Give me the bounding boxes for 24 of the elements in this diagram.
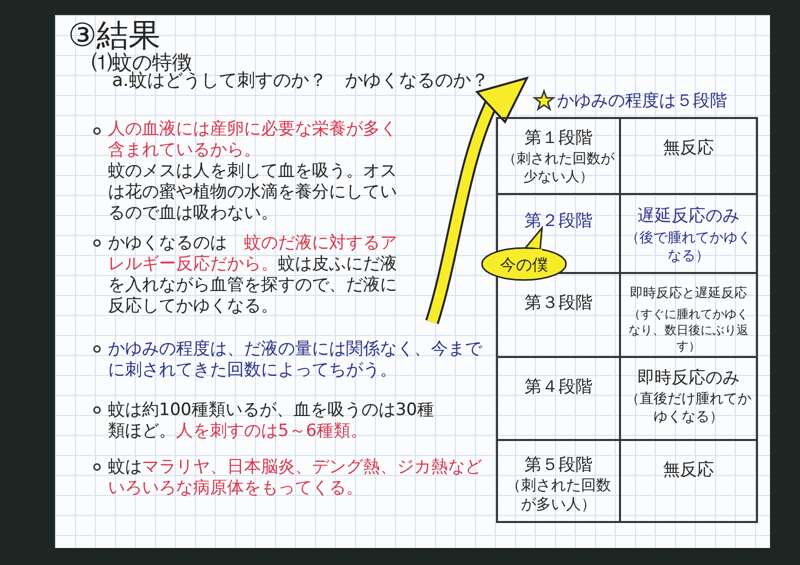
table-cell-text: 即時反応のみ xyxy=(636,368,740,389)
table-cell-text: 第３段階 xyxy=(524,293,594,314)
note-text: 蚊のメスは人を刺して血を吸う。オスは花の蜜や植物の水滴を養分にしているので血は吸わない。 xyxy=(108,161,398,224)
table-heading: かゆみの程度は５段階 xyxy=(557,91,728,112)
note-text: 蚊は約100種類いるが、血を吸うのは30種類ほど。人を刺すのは5～6種類。 xyxy=(108,400,436,442)
table-cell-text: （刺された回数が少ない人） xyxy=(502,150,616,186)
table-cell-text: （後で腫れてかゆくなる） xyxy=(624,229,752,265)
table-cell-text: （直後だけ腫れてかゆくなる） xyxy=(624,390,752,426)
table-cell-text: （すぐに腫れてかゆくなり、数日後にぶり返す） xyxy=(628,306,750,354)
table-cell-text: （刺された回数が多い人） xyxy=(505,476,612,514)
table-cell-text: 即時反応と遅延反応 xyxy=(629,285,748,302)
note-text: かゆくなるのは 蚊のだ液に対するアレルギー反応だから。蚊は皮ふにだ液を入れながら血管を探すので、だ液に反応してかゆくなる。 xyxy=(108,233,398,317)
note-text: 人の血液には産卵に必要な栄養が多く含まれているから。 xyxy=(108,119,398,161)
table-cell-text: 第５段階 xyxy=(524,455,594,476)
table-cell-text: 第４段階 xyxy=(524,377,594,398)
table-cell-text: 第１段階 xyxy=(524,128,594,149)
table-cell-text: 無反応 xyxy=(662,460,715,481)
note-text: かゆみの程度は、だ液の量には関係なく、今までに刺されてきた回数によってちがう。 xyxy=(108,339,484,381)
title: ③結果 xyxy=(68,16,161,54)
table-cell-text: 無反応 xyxy=(662,138,715,159)
table-cell-text: 遅延反応のみ xyxy=(636,206,740,227)
table-cell-text: 第２段階 xyxy=(524,211,594,232)
bubble-text: 今の僕 xyxy=(500,254,548,274)
note-text: 蚊はマラリヤ、日本脳炎、デング熱、ジカ熱などいろいろな病原体をもってくる。 xyxy=(108,457,483,499)
